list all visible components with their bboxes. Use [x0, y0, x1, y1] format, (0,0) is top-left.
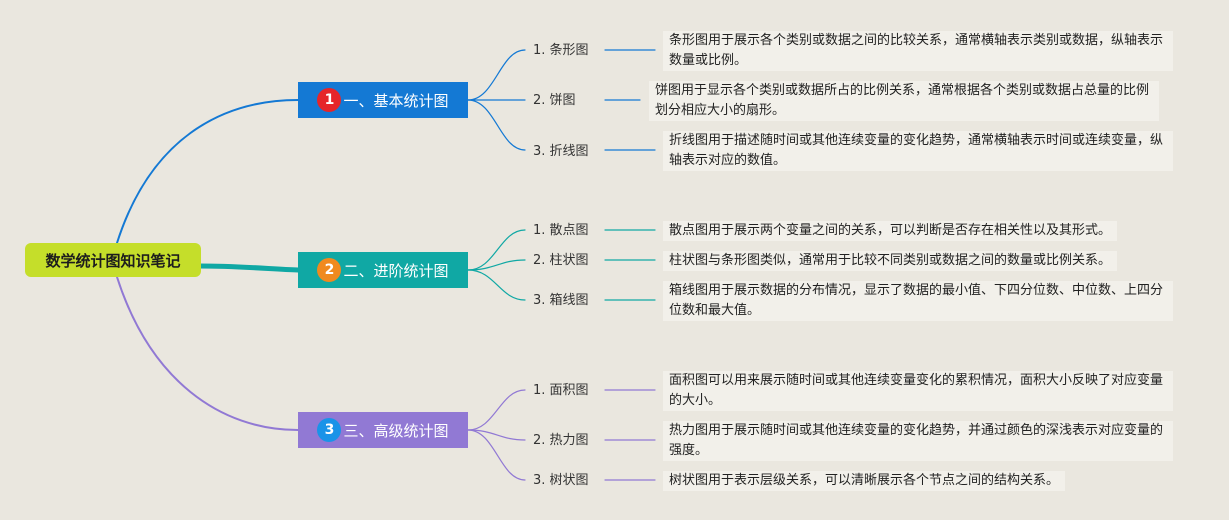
- link-branch-2-leaf-3: [467, 269, 526, 301]
- desc-tree-diagram: 树状图用于表示层级关系，可以清晰展示各个节点之间的结构关系。: [663, 471, 1066, 491]
- link-branch-2-leaf-2: [467, 259, 526, 271]
- link-branch-3-leaf-1: [467, 389, 526, 431]
- desc-heatmap: 热力图用于展示随时间或其他连续变量的变化趋势，并通过颜色的深浅表示对应变量的强度…: [663, 421, 1173, 461]
- link-branch-1-leaf-3: [467, 99, 526, 151]
- link-branch-3-leaf-2: [467, 429, 526, 441]
- root-title: 数学统计图知识笔记: [45, 251, 181, 270]
- badge-2-icon: 2: [317, 258, 342, 282]
- leaf-bar-chart[interactable]: 1. 条形图: [533, 43, 589, 58]
- leaf-pie-chart[interactable]: 2. 饼图: [533, 93, 576, 108]
- link-root-branch-2: [196, 263, 301, 273]
- link-branch-2-leaf-1: [467, 229, 526, 271]
- branch-advanced[interactable]: 2 二、进阶统计图: [298, 252, 468, 288]
- branch-label: 二、进阶统计图: [343, 261, 449, 280]
- desc-scatter-plot: 散点图用于展示两个变量之间的关系，可以判断是否存在相关性以及其形式。: [663, 221, 1118, 241]
- branch-label: 一、基本统计图: [343, 91, 449, 110]
- branch-label: 三、高级统计图: [343, 421, 449, 440]
- branch-expert[interactable]: 3 三、高级统计图: [298, 412, 468, 448]
- leaf-box-plot[interactable]: 3. 箱线图: [533, 293, 589, 308]
- branch-basic[interactable]: 1 一、基本统计图: [298, 82, 468, 118]
- leaf-column-chart[interactable]: 2. 柱状图: [533, 253, 589, 268]
- link-root-branch-1: [116, 99, 299, 244]
- link-branch-3-leaf-3: [467, 429, 526, 481]
- leaf-heatmap[interactable]: 2. 热力图: [533, 433, 589, 448]
- desc-area-chart: 面积图可以用来展示随时间或其他连续变量变化的累积情况，面积大小反映了对应变量的大…: [663, 371, 1173, 411]
- badge-1-icon: 1: [317, 88, 342, 112]
- desc-line-chart: 折线图用于描述随时间或其他连续变量的变化趋势，通常横轴表示时间或连续变量，纵轴表…: [663, 131, 1173, 171]
- desc-box-plot: 箱线图用于展示数据的分布情况，显示了数据的最小值、下四分位数、中位数、上四分位数…: [663, 281, 1173, 321]
- root-node[interactable]: 数学统计图知识笔记: [25, 243, 201, 277]
- badge-3-icon: 3: [317, 418, 342, 442]
- link-branch-1-leaf-1: [467, 49, 526, 101]
- desc-column-chart: 柱状图与条形图类似，通常用于比较不同类别或数据之间的数量或比例关系。: [663, 251, 1118, 271]
- leaf-scatter-plot[interactable]: 1. 散点图: [533, 223, 589, 238]
- leaf-tree-diagram[interactable]: 3. 树状图: [533, 473, 589, 488]
- link-root-branch-3: [116, 276, 299, 431]
- leaf-area-chart[interactable]: 1. 面积图: [533, 383, 589, 398]
- leaf-line-chart[interactable]: 3. 折线图: [533, 144, 589, 159]
- desc-pie-chart: 饼图用于显示各个类别或数据所占的比例关系，通常根据各个类别或数据占总量的比例划分…: [649, 81, 1159, 121]
- desc-bar-chart: 条形图用于展示各个类别或数据之间的比较关系，通常横轴表示类别或数据，纵轴表示数量…: [663, 31, 1173, 71]
